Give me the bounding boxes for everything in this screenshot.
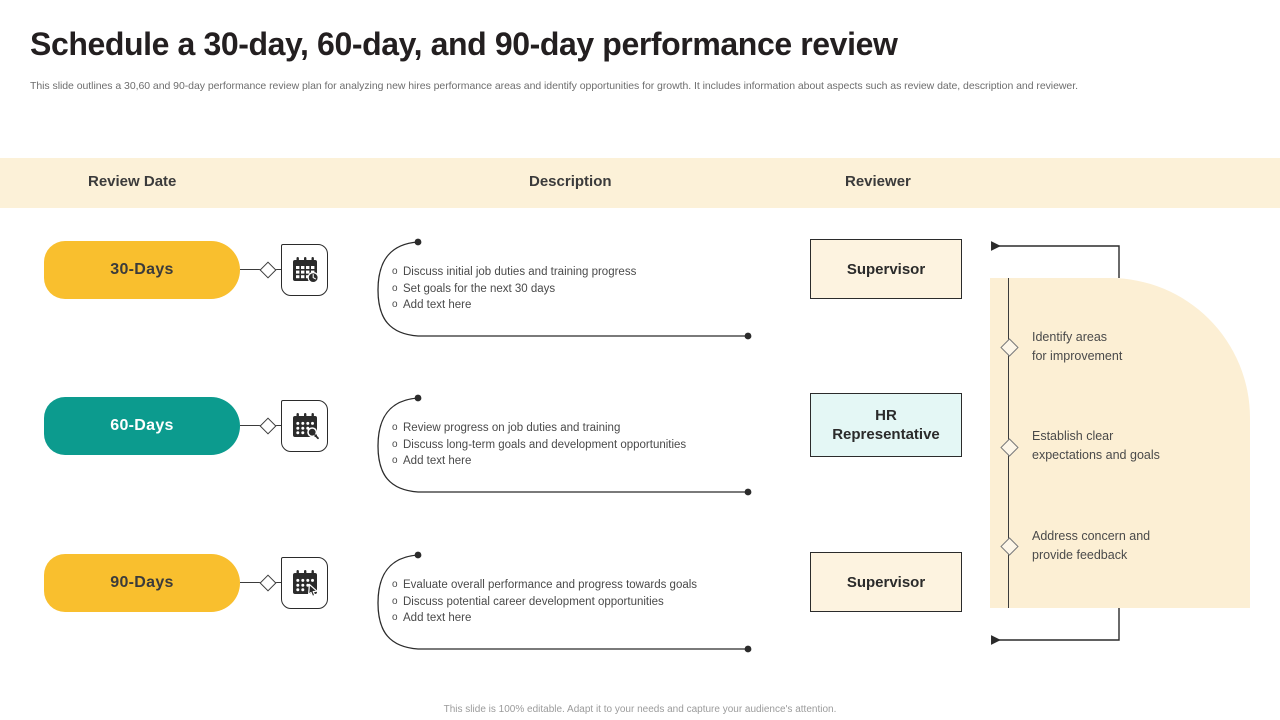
review-date-label: 60-Days <box>110 417 174 434</box>
list-item: o Discuss long-term goals and developmen… <box>392 437 752 454</box>
connector-diamond-marker <box>259 574 277 592</box>
reviewer-label-line2: Representative <box>832 426 940 443</box>
reviewer-box-supervisor[interactable]: Supervisor <box>810 239 962 299</box>
bullet-circle-icon: o <box>392 455 398 466</box>
table-row: 30-Days <box>0 235 1280 345</box>
description-bracket <box>377 551 752 653</box>
list-item: o Add text here <box>392 610 752 627</box>
list-item: o Evaluate overall performance and progr… <box>392 577 752 594</box>
pill-icon-connector <box>240 574 286 592</box>
list-item-text: Discuss initial job duties and training … <box>403 266 637 278</box>
list-item-text: Add text here <box>403 455 472 467</box>
outcome-text-line2: for improvement <box>1032 349 1123 363</box>
list-item-text: Discuss long-term goals and development … <box>403 438 687 451</box>
list-item: o Set goals for the next 30 days <box>392 281 752 298</box>
calendar-cursor-icon <box>290 568 320 598</box>
bullet-circle-icon: o <box>392 579 398 590</box>
list-item-text: Set goals for the next 30 days <box>403 282 556 295</box>
calendar-clock-icon <box>290 255 320 285</box>
list-item-text: Add text here <box>403 612 472 624</box>
pill-icon-connector <box>240 261 286 279</box>
review-date-label: 30-Days <box>110 261 174 278</box>
column-header-reviewer: Reviewer <box>845 173 911 190</box>
reviewer-label: HR Representative <box>832 406 940 444</box>
bullet-circle-icon: o <box>392 266 398 277</box>
description-cell: o Evaluate overall performance and progr… <box>372 548 754 658</box>
list-item-text: Review progress on job duties and traini… <box>403 422 621 434</box>
list-item-text: Add text here <box>403 299 472 311</box>
connector-diamond-marker <box>259 261 277 279</box>
bullet-circle-icon: o <box>392 299 398 310</box>
list-item: o Add text here <box>392 297 752 314</box>
connector-diamond-marker <box>259 417 277 435</box>
outcome-text-line1: Identify areas <box>1032 330 1108 344</box>
reviewer-box-supervisor[interactable]: Supervisor <box>810 552 962 612</box>
review-date-label: 90-Days <box>110 574 174 591</box>
review-date-pill-90[interactable]: 90-Days <box>44 554 240 612</box>
reviewer-label: Supervisor <box>846 260 926 278</box>
list-item: o Discuss potential career development o… <box>392 594 752 611</box>
table-header-band <box>0 158 1280 208</box>
list-item-text: Evaluate overall performance and progres… <box>403 579 698 591</box>
list-item: o Review progress on job duties and trai… <box>392 420 752 437</box>
calendar-clock-icon-box[interactable] <box>281 244 328 296</box>
review-date-pill-30[interactable]: 30-Days <box>44 241 240 299</box>
outcome-item: Address concern and provide feedback <box>1032 527 1247 565</box>
bullet-circle-icon: o <box>392 282 398 294</box>
outcome-item: Identify areas for improvement <box>1032 328 1247 366</box>
table-row: 60-Days <box>0 391 1280 501</box>
outcome-text-line2: provide feedback <box>1032 548 1128 562</box>
reviewer-label: Supervisor <box>846 573 926 591</box>
pill-icon-connector <box>240 417 286 435</box>
outcome-item: Establish clear expectations and goals <box>1032 427 1247 465</box>
bullet-circle-icon: o <box>392 422 398 433</box>
description-cell: o Discuss initial job duties and trainin… <box>372 235 754 345</box>
description-list: o Evaluate overall performance and progr… <box>392 577 752 627</box>
calendar-search-icon-box[interactable] <box>281 400 328 452</box>
bullet-circle-icon: o <box>392 612 398 623</box>
bullet-circle-icon: o <box>392 595 398 607</box>
table-row: 90-Days <box>0 548 1280 658</box>
description-cell: o Review progress on job duties and trai… <box>372 391 754 501</box>
list-item: o Add text here <box>392 453 752 470</box>
bullet-circle-icon: o <box>392 438 398 450</box>
calendar-cursor-icon-box[interactable] <box>281 557 328 609</box>
review-date-pill-60[interactable]: 60-Days <box>44 397 240 455</box>
outcome-text-line1: Address concern and <box>1032 529 1151 543</box>
slide-footer-note: This slide is 100% editable. Adapt it to… <box>443 704 837 715</box>
page-title: Schedule a 30-day, 60-day, and 90-day pe… <box>30 26 898 62</box>
outcome-text-line1: Establish clear <box>1032 429 1114 443</box>
reviewer-box-hr-representative[interactable]: HR Representative <box>810 393 962 457</box>
list-item-text: Discuss potential career development opp… <box>403 595 664 608</box>
description-list: o Review progress on job duties and trai… <box>392 420 752 470</box>
column-header-description: Description <box>529 173 612 190</box>
description-bracket <box>377 394 752 496</box>
column-header-review-date: Review Date <box>88 173 177 190</box>
reviewer-label-line1: HR <box>875 407 897 424</box>
description-bracket <box>377 238 752 340</box>
outcome-text-line2: expectations and goals <box>1032 448 1160 462</box>
page-subtitle: This slide outlines a 30,60 and 90-day p… <box>30 80 1078 92</box>
outcomes-panel <box>990 278 1250 608</box>
list-item: o Discuss initial job duties and trainin… <box>392 264 752 281</box>
calendar-search-icon <box>290 411 320 441</box>
description-list: o Discuss initial job duties and trainin… <box>392 264 752 314</box>
